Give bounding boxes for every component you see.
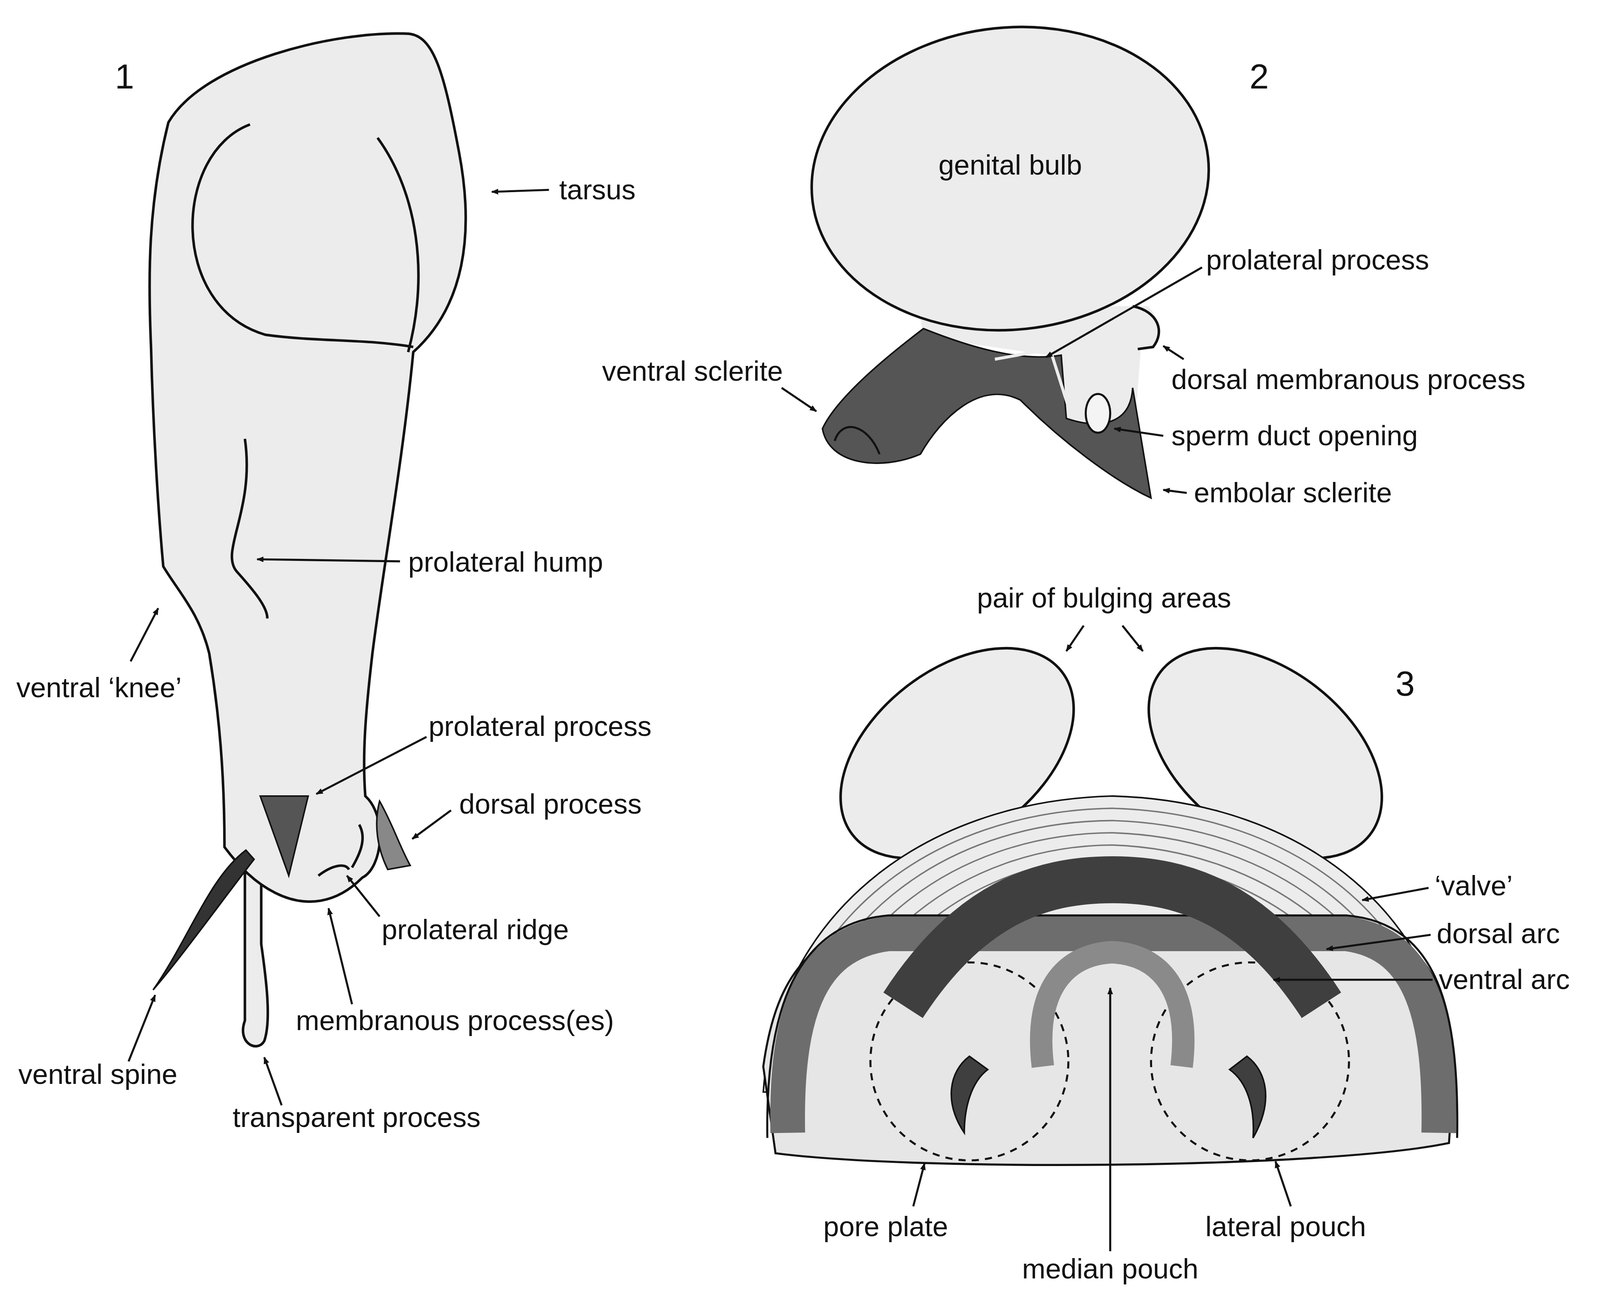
figure-number: 1 <box>114 56 134 97</box>
tarsus-outline <box>149 33 466 902</box>
drawing-part <box>1114 428 1164 436</box>
drawing-part <box>781 387 817 412</box>
dorsal-membranous-shape <box>1132 306 1159 350</box>
drawing-part <box>1109 987 1112 1251</box>
leader-lines <box>128 189 1433 1251</box>
drawing-part <box>1163 345 1184 360</box>
drawing-part <box>257 559 400 562</box>
part-label: embolar sclerite <box>1193 476 1392 509</box>
part-label: transparent process <box>232 1101 481 1134</box>
part-label: ventral ‘knee’ <box>16 671 182 704</box>
part-label: prolateral process <box>428 710 652 743</box>
drawing-part <box>913 1163 925 1207</box>
dorsal-process-shape <box>376 800 411 870</box>
part-label: prolateral ridge <box>381 913 570 946</box>
part-label: membranous process(es) <box>296 1004 615 1037</box>
figure-number: 3 <box>1395 663 1415 704</box>
drawing-part <box>1163 489 1187 493</box>
bulb-figure <box>796 7 1224 498</box>
drawing-part <box>1273 978 1433 981</box>
part-label: tarsus <box>559 173 636 207</box>
dorsal-arc-shape <box>787 933 1439 1133</box>
drawing-part <box>128 994 156 1061</box>
part-label: genital bulb <box>938 149 1082 182</box>
lateral-pouch-shape <box>1229 1056 1266 1138</box>
part-label: dorsal arc <box>1436 917 1560 950</box>
part-label: pair of bulging areas <box>977 581 1232 615</box>
sclerite-shape <box>822 328 1152 498</box>
part-label: dorsal membranous process <box>1171 363 1526 396</box>
sclerite-curl <box>834 426 880 454</box>
drawing-part <box>1326 934 1431 949</box>
lateral-pouch-shape <box>951 1056 988 1133</box>
drawing-part <box>264 1056 282 1105</box>
part-label: lateral pouch <box>1205 1210 1367 1243</box>
part-label: prolateral hump <box>408 545 603 579</box>
tarsus-line <box>192 124 414 347</box>
drawing-part <box>412 810 451 839</box>
drawing-part <box>328 908 353 1005</box>
drawing-part <box>1275 1160 1291 1206</box>
ventral-spine-shape <box>153 850 254 990</box>
light-edge <box>995 351 1072 417</box>
drawing-part <box>491 189 549 192</box>
tarsus-line <box>377 137 419 353</box>
tarsus-figure <box>149 33 466 1047</box>
prolateral-ridge-line <box>318 824 363 876</box>
part-label: dorsal process <box>459 787 642 821</box>
part-label: median pouch <box>1022 1252 1199 1285</box>
part-label: prolateral process <box>1206 243 1430 277</box>
part-label: ‘valve’ <box>1434 869 1513 902</box>
part-label: ventral spine <box>18 1058 178 1091</box>
part-label: ventral arc <box>1438 963 1570 996</box>
figure-number: 2 <box>1249 56 1269 97</box>
part-label: sperm duct opening <box>1171 419 1418 452</box>
drawing-part <box>1362 887 1429 900</box>
drawing-part <box>130 608 159 662</box>
drawing-part <box>1066 625 1084 651</box>
part-label: pore plate <box>823 1210 949 1243</box>
sperm-duct-shape <box>1085 393 1110 433</box>
genital-bulb-shape <box>796 7 1224 350</box>
part-label: ventral sclerite <box>602 355 784 388</box>
plate-shape <box>763 923 1455 1165</box>
prolateral-process-shape <box>260 795 309 876</box>
transparent-process <box>243 872 268 1047</box>
median-pouch-shape <box>1041 952 1184 1067</box>
dorsal-arc-edge <box>767 914 1458 1138</box>
drawing-part <box>1122 625 1143 651</box>
drawing-part <box>1046 267 1203 358</box>
hump-line <box>231 438 268 619</box>
drawing-part <box>347 875 380 917</box>
drawing-part <box>316 736 427 794</box>
